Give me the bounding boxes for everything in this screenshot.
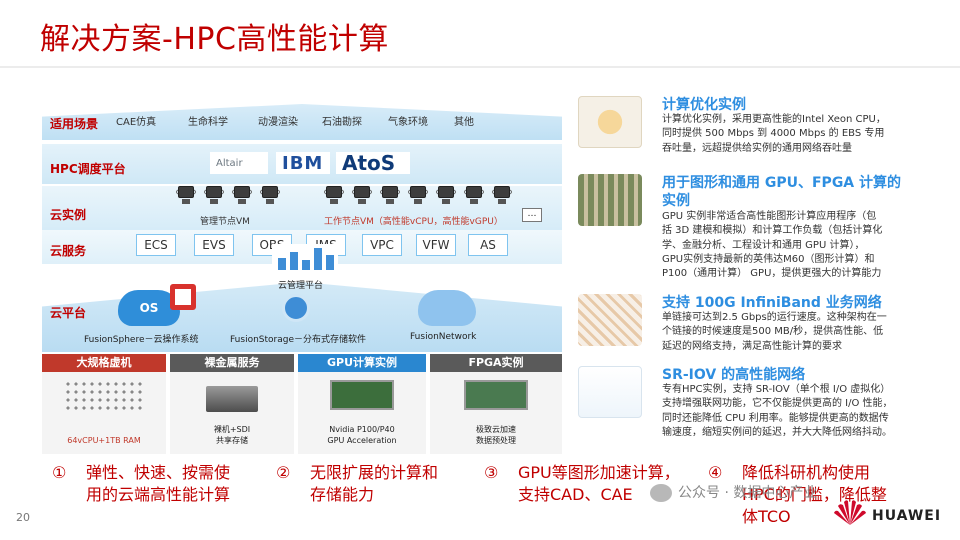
instance-gpu: GPU计算实例 Nvidia P100/P40 GPU Acceleration (298, 354, 426, 454)
service-evs[interactable]: EVS (194, 234, 234, 256)
scenario-oil: 石油勘探 (322, 117, 362, 128)
feature-title: 支持 100G InfiniBand 业务网络 (662, 295, 882, 311)
instance-types-row: 大规格虚机 64vCPU+1TB RAM 裸金属服务 裸机+SDI 共享存储 G… (42, 354, 562, 454)
vm-icon (260, 186, 280, 208)
feature-title: 计算优化实例 (662, 97, 746, 113)
gpu-card-icon (330, 380, 394, 410)
vm-icon (380, 186, 400, 208)
service-ecs[interactable]: ECS (136, 234, 176, 256)
fusionsphere-caption: FusionSphere－云操作系统 (84, 335, 199, 345)
altair-logo: Altair (210, 152, 268, 174)
huawei-logo-icon (834, 500, 866, 525)
feature-title: SR-IOV 的高性能网络 (662, 367, 806, 383)
cloud-os-icon: OS (118, 290, 180, 326)
instance-caption: Nvidia P100/P40 GPU Acceleration (327, 425, 397, 445)
fusionstorage-caption: FusionStorage－分布式存储软件 (230, 335, 367, 345)
instance-bare-metal: 裸金属服务 裸机+SDI 共享存储 (170, 354, 294, 454)
benefit-number: ③ (484, 463, 499, 482)
layer-label-scheduler: HPC调度平台 (50, 162, 126, 176)
benefit-line: 体TCO (742, 507, 791, 526)
benefit-line: 支持CAD、CAE (518, 485, 633, 504)
scenario-weather: 气象环境 (388, 117, 428, 128)
scenario-animation: 动漫渲染 (258, 117, 298, 128)
network-fabric-icon (578, 294, 642, 346)
cpu-chip-icon (578, 96, 642, 148)
server-icon (206, 386, 258, 412)
benefit-line: GPU等图形加速计算， (518, 463, 680, 482)
feature-title: 用于图形和通用 GPU、FPGA 计算的 实例 (662, 175, 902, 209)
instance-large-vm: 大规格虚机 64vCPU+1TB RAM (42, 354, 166, 454)
cloud-mgmt-label: 云管理平台 (278, 281, 324, 291)
vm-icon (324, 186, 344, 208)
network-cloud-icon (418, 290, 476, 326)
benefit-line: 降低科研机构使用 (742, 463, 871, 482)
instance-caption: 极致云加速 数据预处理 (476, 425, 516, 445)
feature-description: GPU 实例非常适合高性能图形计算应用程序（包 括 3D 建模和模拟）和计算工作… (662, 211, 883, 280)
fusionnetwork-caption: FusionNetwork (410, 332, 477, 342)
storage-db-icon (282, 294, 310, 322)
instance-fpga: FPGA实例 极致云加速 数据预处理 (430, 354, 562, 454)
scenario-cae: CAE仿真 (116, 117, 157, 128)
vm-icon (176, 186, 196, 208)
instance-heading: 裸金属服务 (170, 354, 294, 372)
gpu-board-icon (578, 174, 642, 226)
work-vm-caption: 工作节点VM（高性能vCPU，高性能vGPU） (324, 217, 503, 227)
instance-caption: 64vCPU+1TB RAM (67, 436, 141, 445)
service-vpc[interactable]: VPC (362, 234, 402, 256)
feature-description: 专有HPC实例，支持 SR-IOV（单个根 I/O 虚拟化） 支持增强联网功能，… (662, 384, 893, 438)
service-vfw[interactable]: VFW (416, 234, 456, 256)
title-divider (0, 66, 960, 68)
more-vms-indicator: … (522, 208, 542, 222)
layer-label-services: 云服务 (50, 244, 87, 258)
vm-grid-icon (64, 380, 144, 414)
layer-label-instances: 云实例 (50, 208, 87, 222)
cloud-mgmt-chart-icon (272, 244, 338, 272)
vm-icon (408, 186, 428, 208)
network-topology-icon (578, 366, 642, 418)
benefit-line: 弹性、快速、按需使 (86, 463, 231, 482)
scenario-life-science: 生命科学 (188, 117, 228, 128)
benefit-line: 存储能力 (310, 485, 375, 504)
scenario-other: 其他 (454, 117, 474, 128)
service-as[interactable]: AS (468, 234, 508, 256)
vm-icon (352, 186, 372, 208)
openstack-box-icon (170, 284, 196, 310)
wechat-icon (650, 484, 672, 502)
instance-heading: GPU计算实例 (298, 354, 426, 372)
page-number: 20 (16, 511, 30, 524)
instance-heading: 大规格虚机 (42, 354, 166, 372)
vm-icon (204, 186, 224, 208)
mgmt-vm-caption: 管理节点VM (200, 217, 250, 227)
huawei-wordmark: HUAWEI (872, 508, 942, 524)
vm-icon (436, 186, 456, 208)
vm-icon (464, 186, 484, 208)
benefit-number: ④ (708, 463, 723, 482)
instance-caption: 裸机+SDI 共享存储 (213, 425, 251, 445)
ibm-logo: IBM (276, 152, 330, 174)
benefit-line: 无限扩展的计算和 (310, 463, 439, 482)
benefit-line: 用的云端高性能计算 (86, 485, 231, 504)
benefit-number: ② (276, 463, 291, 482)
layer-label-platform: 云平台 (50, 306, 87, 320)
layer-label-scenarios: 适用场景 (50, 117, 99, 131)
watermark-text: 公众号 · 数据中心产业 (678, 485, 818, 501)
instance-heading: FPGA实例 (430, 354, 562, 372)
feature-description: 计算优化实例，采用更高性能的Intel Xeon CPU， 同时提供 500 M… (662, 114, 886, 154)
slide-title: 解决方案-HPC高性能计算 (40, 22, 389, 57)
benefit-line: HPC的门槛，降低整 (742, 485, 887, 504)
feature-description: 单链接可达到2.5 Gbps的运行速度。这种架构在一 个链接的时候速度是500 … (662, 312, 887, 352)
fpga-board-icon (464, 380, 528, 410)
benefit-number: ① (52, 463, 67, 482)
atos-logo: AtoS (336, 151, 410, 175)
vm-icon (492, 186, 512, 208)
hpc-architecture-diagram: 适用场景 HPC调度平台 云实例 云服务 云平台 CAE仿真 生命科学 动漫渲染… (42, 96, 562, 456)
vm-icon (232, 186, 252, 208)
